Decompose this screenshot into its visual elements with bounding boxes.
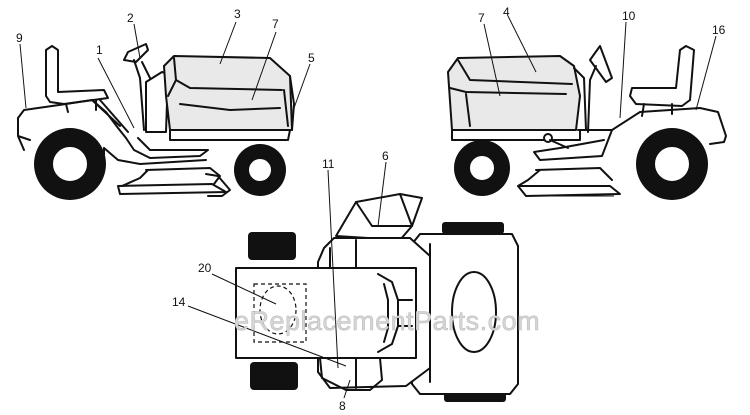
callout-2: 2 bbox=[127, 11, 134, 25]
callout-16: 16 bbox=[712, 23, 726, 37]
callout-11: 11 bbox=[322, 157, 335, 171]
tractor-right-side-view bbox=[447, 45, 727, 200]
callout-labels: 1 2 3 7 5 9 7 4 10 16 6 11 20 14 8 bbox=[16, 5, 726, 413]
watermark-text: eReplacementParts.com bbox=[234, 306, 540, 336]
tractor-top-view bbox=[235, 193, 519, 402]
callout-1: 1 bbox=[96, 43, 103, 57]
callout-6: 6 bbox=[382, 149, 389, 163]
callout-3: 3 bbox=[234, 7, 241, 21]
callout-7-left: 7 bbox=[272, 17, 279, 31]
callout-14: 14 bbox=[172, 295, 186, 309]
callout-7-right: 7 bbox=[478, 11, 485, 25]
tractor-left-side-view bbox=[17, 43, 295, 200]
callout-9: 9 bbox=[16, 31, 23, 45]
callout-5: 5 bbox=[308, 51, 315, 65]
callout-8: 8 bbox=[339, 399, 346, 413]
callout-20: 20 bbox=[198, 261, 212, 275]
leader-lines bbox=[19, 15, 717, 399]
callout-10: 10 bbox=[622, 9, 636, 23]
callout-4: 4 bbox=[503, 5, 510, 19]
